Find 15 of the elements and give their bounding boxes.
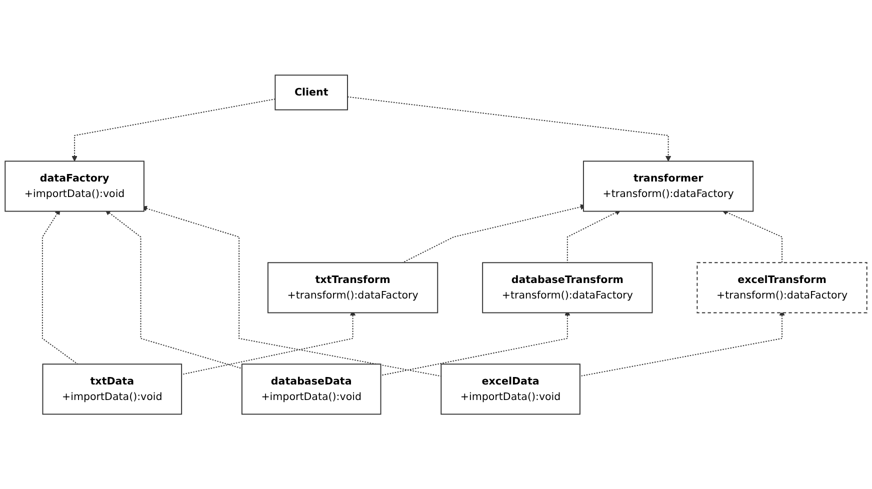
- arrow: [566, 210, 621, 263]
- node-box: excelData +importData():void: [440, 363, 580, 415]
- node-box: txtData +importData():void: [42, 363, 182, 415]
- node-box: excelTransform +transform():dataFactory: [696, 262, 868, 314]
- node-box: transformer +transform():dataFactory: [582, 160, 754, 212]
- node-box: Client: [274, 74, 348, 110]
- arrow: [142, 206, 442, 376]
- node-box: databaseData +importData():void: [241, 363, 382, 415]
- node-box: databaseTransform +transform():dataFactory: [482, 262, 653, 314]
- arrow: [722, 210, 782, 263]
- arrow: [347, 96, 672, 162]
- arrow: [105, 209, 242, 369]
- node-box: dataFactory +importData():void: [4, 160, 144, 212]
- node-box: txtTransform +transform():dataFactory: [267, 262, 438, 314]
- arrow: [72, 98, 276, 162]
